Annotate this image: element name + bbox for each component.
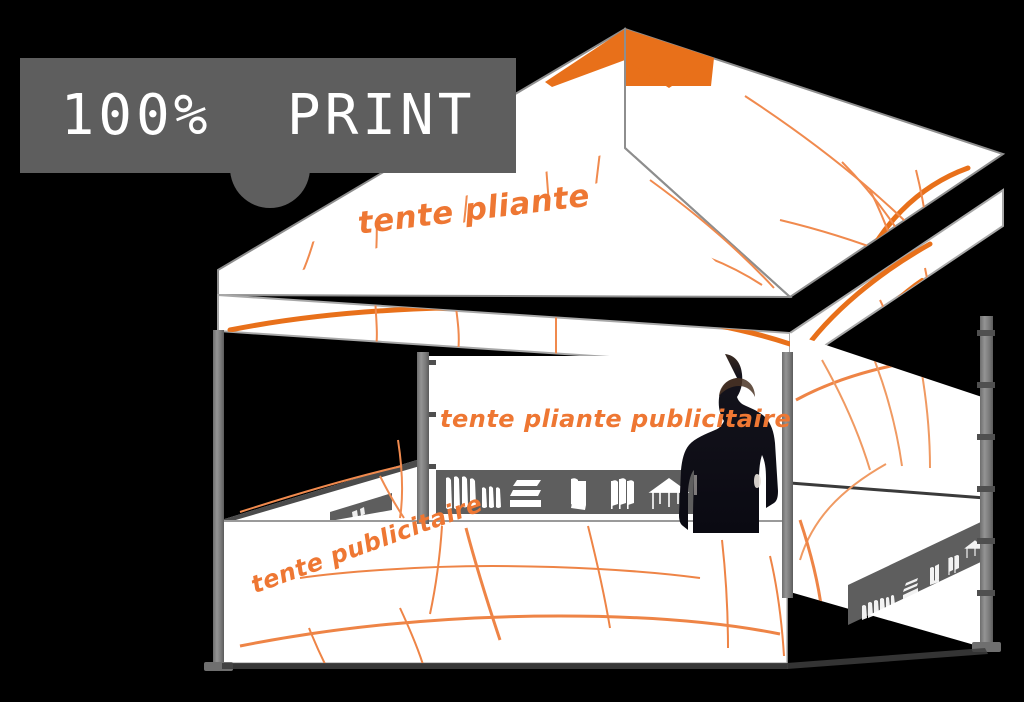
icon-beach-flag-large-icon <box>446 476 476 510</box>
hair-highlight <box>719 378 755 397</box>
icon-side-rollup-banner-icon <box>930 564 939 585</box>
front-valance-panel <box>217 520 788 664</box>
icon-horizontal-banner-icon <box>510 480 541 507</box>
inner-left-wall-edge <box>218 459 420 524</box>
roof-accent-panel-left <box>545 29 625 87</box>
front-valance-decor <box>239 525 785 663</box>
icon-flag-set-icon <box>611 478 634 509</box>
center-post-notches <box>429 360 436 469</box>
icon-side-horizontal-banner-icon <box>903 578 918 599</box>
right-corner-post <box>980 316 993 648</box>
avatar <box>679 354 778 533</box>
back-right-corner-post <box>782 352 793 598</box>
roof-ridge-corner <box>624 147 791 298</box>
inner-left-decor <box>239 439 405 519</box>
icon-beach-flag-small-icon <box>482 486 501 508</box>
cuff-highlight <box>694 475 697 495</box>
inner-left-icon-glyph <box>352 507 365 519</box>
roof-accent-panel-right <box>625 29 714 88</box>
right-post-notches <box>977 330 995 596</box>
man-in-suit-silhouette <box>679 354 778 533</box>
promo-banner-label: 100% PRINT <box>60 83 476 148</box>
icon-side-beach-flag-large-icon <box>862 595 895 620</box>
promo-banner: 100% PRINT <box>20 58 516 173</box>
left-corner-post <box>213 330 224 668</box>
hand-highlight <box>754 474 761 488</box>
side-icon-glyphs <box>862 540 986 620</box>
frame-assembly <box>204 316 1001 671</box>
ground-shadow <box>222 663 788 669</box>
caption-back-wall: tente pliante publicitaire <box>440 405 792 433</box>
ground-shadow-right <box>787 648 988 669</box>
inner-left-icon-strip <box>330 493 392 521</box>
wall-assembly <box>217 333 986 664</box>
icon-side-flag-set-icon <box>948 555 959 575</box>
center-corner-post <box>417 352 429 524</box>
right-wall-seam <box>789 481 986 500</box>
icon-rollup-banner-icon <box>571 478 586 510</box>
